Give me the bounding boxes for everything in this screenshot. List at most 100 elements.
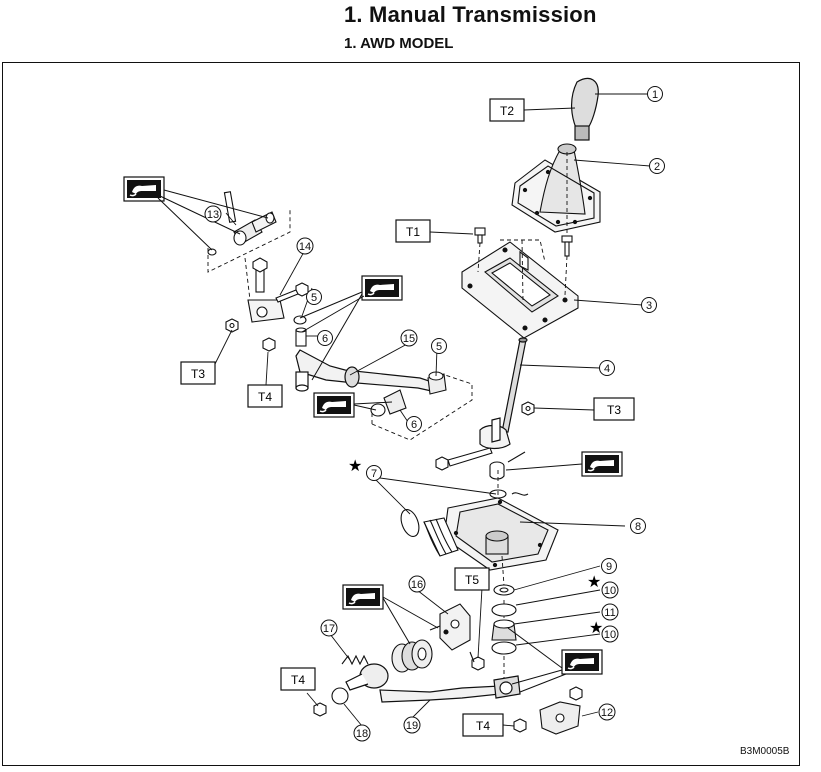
callout-2: 2 [649, 158, 665, 174]
page-subtitle: 1. AWD MODEL [344, 35, 454, 52]
callout-17: 17 [320, 619, 338, 637]
diagram-frame [2, 62, 800, 766]
callout-5b: 5 [431, 338, 447, 354]
torque-label-t2: T2 [489, 98, 525, 122]
torque-label-t5: T5 [454, 567, 490, 591]
svg-text:18: 18 [356, 728, 368, 740]
svg-text:T5: T5 [465, 573, 479, 587]
torque-label-t4-lower-left: T4 [280, 667, 316, 691]
guide-box-13 [207, 210, 291, 301]
nut-t3-right [521, 401, 535, 416]
grease-gun-icon [123, 176, 165, 202]
shift-knob [571, 77, 599, 141]
svg-text:13: 13 [207, 209, 219, 221]
svg-text:1: 1 [652, 89, 658, 101]
svg-text:6: 6 [322, 333, 328, 345]
stay [345, 663, 521, 703]
callout-leader-lines [214, 93, 651, 727]
svg-text:17: 17 [323, 623, 335, 635]
nut-t4-left [262, 337, 276, 352]
svg-text:19: 19 [406, 720, 418, 732]
cover-plate [461, 241, 579, 339]
guide-box-6 [371, 373, 473, 441]
guide-lines-lower [497, 470, 505, 680]
grease-leader-lines [157, 189, 583, 693]
guide-lines-upper [477, 152, 568, 301]
svg-text:7: 7 [371, 468, 377, 480]
bracket-12 [513, 686, 583, 735]
svg-text:9: 9 [606, 561, 612, 573]
page-title: 1. Manual Transmission [344, 2, 597, 27]
shift-boot-housing [423, 497, 559, 571]
svg-text:8: 8 [635, 521, 641, 533]
right-bushings [370, 371, 447, 417]
callout-6b: 6 [406, 416, 422, 432]
svg-text:T4: T4 [258, 390, 272, 404]
star-mark-7: ★ [348, 456, 362, 475]
svg-text:T2: T2 [500, 104, 514, 118]
lever-bolt [435, 447, 493, 471]
lever-bushing [489, 451, 526, 480]
svg-text:3: 3 [646, 300, 652, 312]
torque-label-t3-left: T3 [180, 361, 216, 385]
seat-stack [491, 584, 517, 655]
callout-1: 1 [647, 86, 663, 102]
callout-14: 14 [296, 237, 314, 255]
callout-16: 16 [408, 575, 426, 593]
svg-text:10: 10 [604, 585, 616, 597]
torque-label-t4-upper: T4 [247, 384, 283, 408]
callout-7: 7 [366, 465, 382, 481]
callout-4: 4 [599, 360, 615, 376]
link-bolt [275, 282, 309, 303]
callout-10a: 10 [601, 581, 619, 599]
callout-9: 9 [601, 558, 617, 574]
svg-text:12: 12 [601, 707, 613, 719]
callout-8: 8 [630, 518, 646, 534]
svg-text:14: 14 [299, 241, 311, 253]
svg-text:T4: T4 [291, 673, 305, 687]
grease-gun-icon [361, 275, 403, 301]
svg-text:T1: T1 [406, 225, 420, 239]
callout-5a: 5 [306, 289, 322, 305]
callout-11: 11 [601, 603, 619, 621]
callout-19: 19 [403, 716, 421, 734]
bolt-t1 [474, 227, 486, 244]
star-mark-10b: ★ [589, 618, 603, 637]
shift-lever [479, 337, 528, 450]
callout-13: 13 [204, 205, 222, 223]
nut-t4-lower-left [313, 687, 349, 717]
svg-text:4: 4 [604, 363, 610, 375]
svg-text:5: 5 [311, 292, 317, 304]
callout-12: 12 [598, 703, 616, 721]
grease-gun-icon [313, 392, 355, 418]
svg-text:T3: T3 [607, 403, 621, 417]
svg-text:11: 11 [604, 607, 615, 619]
shift-boot [511, 143, 601, 233]
callout-10b: 10 [601, 625, 619, 643]
spring [341, 654, 369, 666]
svg-text:T4: T4 [476, 719, 490, 733]
grease-gun-icon [581, 451, 623, 477]
svg-text:T3: T3 [191, 367, 205, 381]
nut-t3-left [225, 318, 239, 333]
grease-gun-icon [342, 584, 384, 610]
callout-18: 18 [353, 724, 371, 742]
cover-bolt [561, 235, 573, 257]
torque-label-t1: T1 [395, 219, 431, 243]
svg-text:16: 16 [411, 579, 423, 591]
svg-text:10: 10 [604, 629, 616, 641]
select-rod-assembly [207, 191, 285, 323]
torque-label-t4-lower-right: T4 [462, 713, 504, 737]
callout-6a: 6 [317, 330, 333, 346]
svg-text:15: 15 [403, 333, 415, 345]
svg-text:2: 2 [654, 161, 660, 173]
diagram-code: B3M0005B [740, 746, 790, 757]
shift-rod [295, 349, 439, 393]
callout-15: 15 [400, 329, 418, 347]
torque-label-t3-right: T3 [593, 397, 635, 421]
star-mark-10a: ★ [587, 572, 601, 591]
cushion-rubber [391, 639, 433, 673]
svg-text:5: 5 [436, 341, 442, 353]
grease-gun-icon [561, 649, 603, 675]
